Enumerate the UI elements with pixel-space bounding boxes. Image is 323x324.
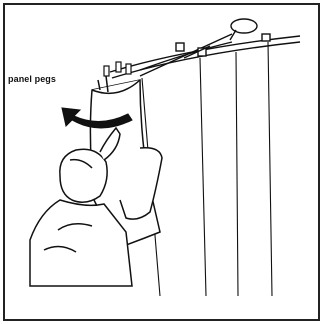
panel-pegs-label: panel pegs	[8, 74, 56, 84]
